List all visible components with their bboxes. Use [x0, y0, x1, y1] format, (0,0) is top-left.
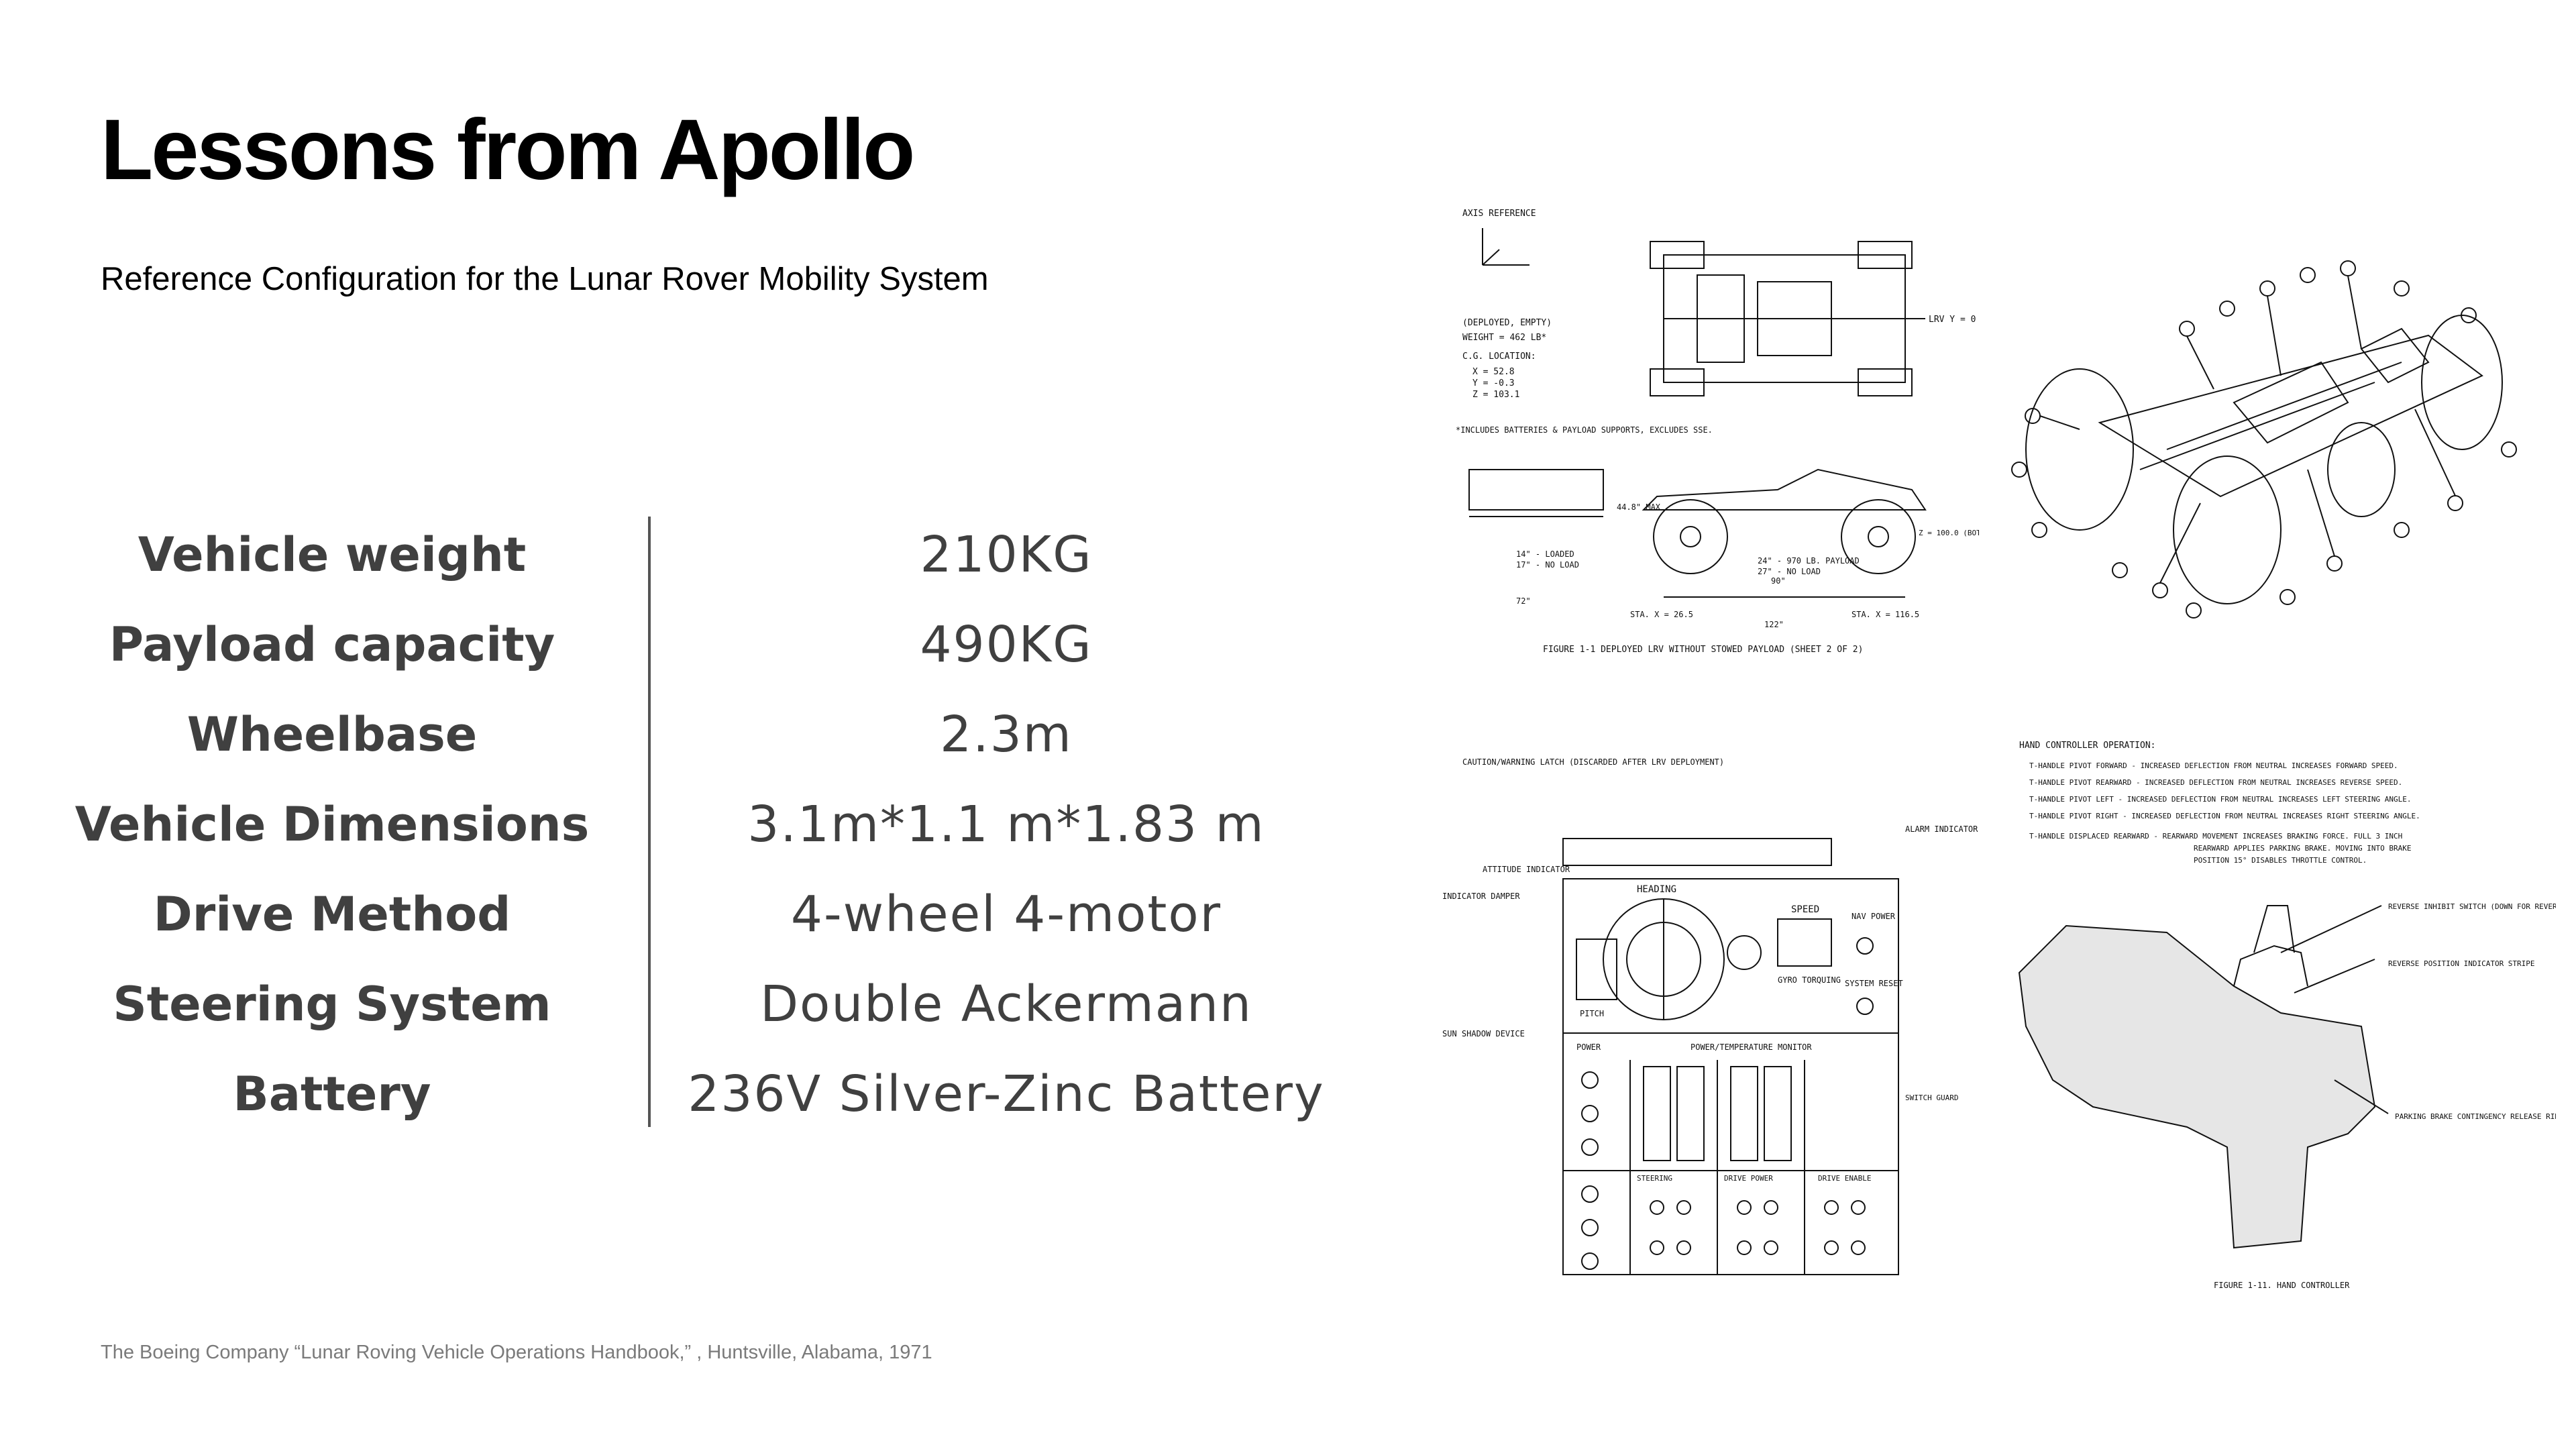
heading-label: HEADING — [1637, 884, 1676, 895]
figure-1-11-caption: FIGURE 1-11. HAND CONTROLLER — [2214, 1281, 2350, 1290]
max-height: 44.8" MAX — [1617, 502, 1661, 512]
cg-y: Y = -0.3 — [1472, 378, 1515, 388]
spec-value-battery: 236V Silver-Zinc Battery — [688, 1065, 1325, 1123]
stripe-label: REVERSE POSITION INDICATOR STRIPE — [2388, 959, 2535, 968]
hc-line-3: T-HANDLE PIVOT LEFT - INCREASED DEFLECTI… — [2029, 795, 2412, 804]
hand-controller-heading: HAND CONTROLLER OPERATION: — [2019, 741, 2156, 751]
spec-value-steering-system: Double Ackermann — [760, 975, 1252, 1033]
spec-label-drive-method: Drive Method — [153, 887, 511, 942]
damper-label: INDICATOR DAMPER — [1442, 892, 1520, 901]
includes-note: *INCLUDES BATTERIES & PAYLOAD SUPPORTS, … — [1456, 425, 1713, 435]
sun-shadow-label: SUN SHADOW DEVICE — [1442, 1029, 1525, 1038]
inhibit-label: REVERSE INHIBIT SWITCH (DOWN FOR REVERSE… — [2388, 902, 2556, 911]
system-reset-label: SYSTEM RESET — [1845, 979, 1903, 988]
station-2: STA. X = 116.5 — [1851, 610, 1919, 619]
width-dim: 72" — [1516, 596, 1531, 606]
weight-note: (DEPLOYED, EMPTY) — [1462, 318, 1552, 328]
brake-ring-label: PARKING BRAKE CONTINGENCY RELEASE RING — [2395, 1112, 2556, 1121]
drive-enable-label: DRIVE ENABLE — [1818, 1174, 1871, 1183]
hc-line-5: T-HANDLE DISPLACED REARWARD - REARWARD M… — [2029, 832, 2402, 841]
hc-line-2: T-HANDLE PIVOT REARWARD - INCREASED DEFL… — [2029, 778, 2402, 787]
monitor-label: POWER/TEMPERATURE MONITOR — [1690, 1042, 1812, 1052]
hc-line-4: T-HANDLE PIVOT RIGHT - INCREASED DEFLECT… — [2029, 812, 2420, 820]
spec-values: 210KG 490KG 2.3m 3.1m*1.1 m*1.83 m 4-whe… — [671, 510, 1342, 1139]
switch-guard-label: SWITCH GUARD — [1905, 1093, 1958, 1102]
spec-value-wheelbase: 2.3m — [940, 706, 1073, 763]
clearance-loaded: 24" - 970 LB. PAYLOAD — [1758, 556, 1860, 566]
hand-controller-drawing: HAND CONTROLLER OPERATION: T-HANDLE PIVO… — [2012, 731, 2576, 1301]
citation: The Boeing Company “Lunar Roving Vehicle… — [101, 1342, 932, 1363]
axis-reference-label: AXIS REFERENCE — [1462, 209, 1536, 219]
hc-line-1: T-HANDLE PIVOT FORWARD - INCREASED DEFLE… — [2029, 761, 2398, 770]
attitude-label: ATTITUDE INDICATOR — [1483, 865, 1570, 874]
spec-label-vehicle-weight: Vehicle weight — [138, 527, 527, 582]
spec-labels: Vehicle weight Payload capacity Wheelbas… — [74, 510, 590, 1139]
slide-title: Lessons from Apollo — [101, 102, 915, 198]
rover-isometric-drawing — [1999, 248, 2549, 664]
deployed-lrv-drawing: AXIS REFERENCE (DEPLOYED, EMPTY) WEIGHT … — [1442, 201, 2047, 671]
alarm-label: ALARM INDICATOR (ALARM POSITION) — [1905, 824, 1979, 834]
wheelbase-dim: 90" — [1771, 576, 1786, 586]
weight-text: WEIGHT = 462 LB* — [1462, 333, 1546, 343]
gyro-label: GYRO TORQUING — [1778, 975, 1841, 985]
hc-line-6: REARWARD APPLIES PARKING BRAKE. MOVING I… — [2194, 844, 2412, 853]
power-label: POWER — [1576, 1042, 1601, 1052]
slide-subtitle: Reference Configuration for the Lunar Ro… — [101, 261, 989, 297]
latch-label: CAUTION/WARNING LATCH (DISCARDED AFTER L… — [1462, 757, 1724, 767]
spec-value-vehicle-weight: 210KG — [920, 526, 1093, 584]
spec-value-vehicle-dimensions: 3.1m*1.1 m*1.83 m — [747, 796, 1265, 853]
steering-label: STEERING — [1637, 1174, 1672, 1183]
drive-power-label: DRIVE POWER — [1724, 1174, 1773, 1183]
spec-label-payload-capacity: Payload capacity — [109, 617, 555, 672]
spec-value-drive-method: 4-wheel 4-motor — [790, 885, 1222, 943]
height-empty: 17" - NO LOAD — [1516, 560, 1579, 570]
hc-line-7: POSITION 15° DISABLES THROTTLE CONTROL. — [2194, 856, 2367, 865]
spec-label-battery: Battery — [233, 1067, 431, 1122]
clearance-empty: 27" - NO LOAD — [1758, 567, 1821, 576]
lrv-axis-label: LRV Y = 0 — [1929, 315, 1976, 325]
spec-label-wheelbase: Wheelbase — [186, 707, 478, 762]
station-1: STA. X = 26.5 — [1630, 610, 1693, 619]
table-divider — [648, 517, 651, 1127]
cg-label: C.G. LOCATION: — [1462, 352, 1536, 362]
spec-label-vehicle-dimensions: Vehicle Dimensions — [74, 797, 590, 852]
nav-power-label: NAV POWER — [1851, 912, 1896, 921]
z-label: Z = 100.0 (BOTTOM OF CHASSIS) — [1919, 529, 1979, 537]
speed-label: SPEED — [1791, 904, 1819, 915]
cg-x: X = 52.8 — [1472, 367, 1515, 377]
height-loaded: 14" - LOADED — [1516, 549, 1574, 559]
spec-table: Vehicle weight Payload capacity Wheelbas… — [75, 510, 1368, 1127]
spec-label-steering-system: Steering System — [113, 977, 551, 1032]
cg-z: Z = 103.1 — [1472, 390, 1519, 400]
length-dim: 122" — [1764, 620, 1784, 629]
spec-value-payload-capacity: 490KG — [920, 616, 1093, 674]
control-panel-drawing: CAUTION/WARNING LATCH (DISCARDED AFTER L… — [1442, 751, 2060, 1288]
pitch-label: PITCH — [1580, 1009, 1604, 1018]
figure-1-1-caption: FIGURE 1-1 DEPLOYED LRV WITHOUT STOWED P… — [1543, 645, 1863, 655]
